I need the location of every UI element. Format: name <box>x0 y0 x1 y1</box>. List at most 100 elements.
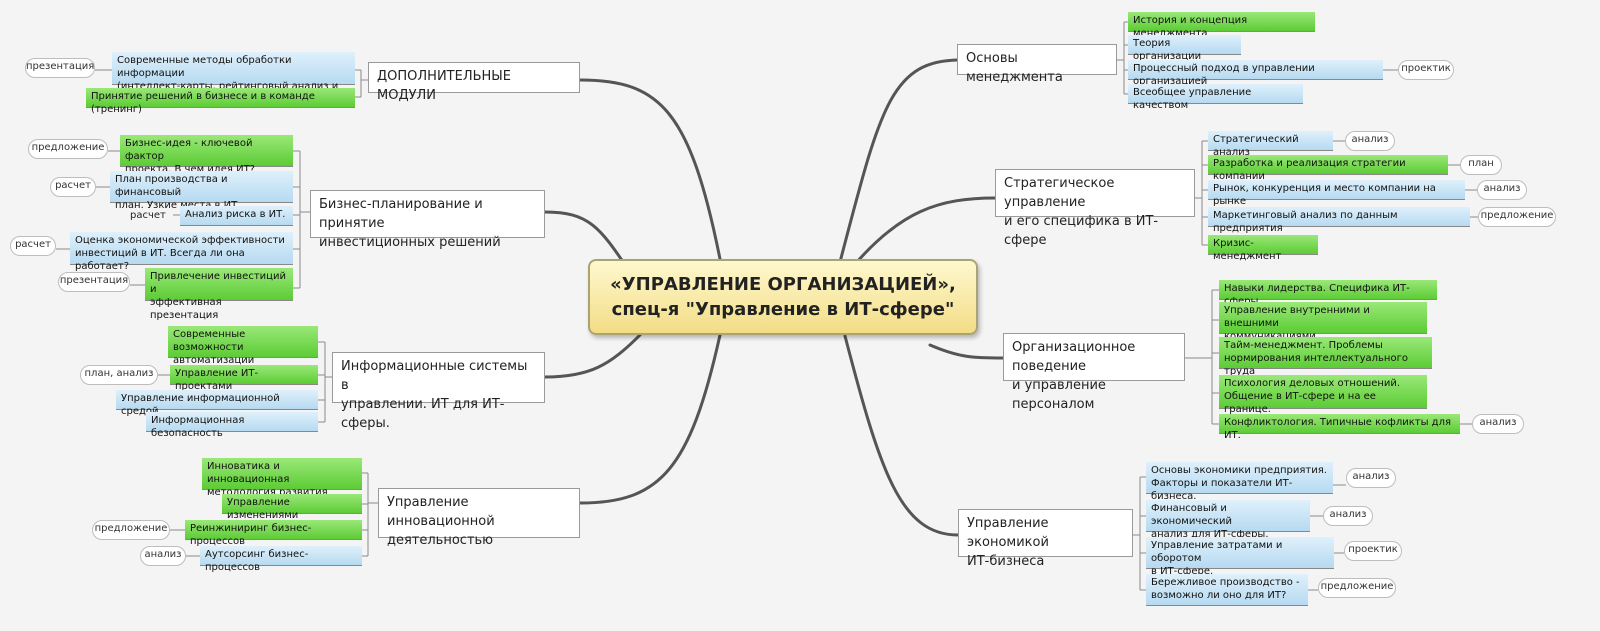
tag-predlozhenie[interactable]: предложение <box>1478 207 1556 227</box>
branch-upravlenie-ekonomikoy[interactable]: Управление экономикой ИТ-бизнеса <box>958 509 1133 569</box>
branch-informacionnye-sistemy[interactable]: Информационные системы в управлении. ИТ … <box>332 352 545 431</box>
tag-prezentaciya[interactable]: презентация <box>58 272 130 292</box>
leaf-text: Стратегический анализ <box>1213 134 1299 158</box>
leaf-text-line2: возможно ли оно для ИТ? <box>1151 590 1287 601</box>
leaf-strategicheskiy-analiz[interactable]: Стратегический анализ <box>1208 131 1333 158</box>
tag-text: предложение <box>1480 210 1554 221</box>
leaf-navyki-liderstva[interactable]: Навыки лидерства. Специфика ИТ-сферы <box>1219 280 1437 307</box>
leaf-text: Управление информационной средой <box>121 393 280 417</box>
branch-label-line1: Управление инновационной <box>387 495 495 529</box>
leaf-text: Аутсорсинг бизнес-процессов <box>205 549 309 573</box>
tag-proektik[interactable]: проектик <box>1398 60 1454 80</box>
leaf-krizis-menedzhment[interactable]: Кризис-менеджмент <box>1208 235 1318 262</box>
leaf-prinyatie-resheniy[interactable]: Принятие решений в бизнесе и в команде (… <box>86 88 355 115</box>
branch-strategicheskoe-upravlenie[interactable]: Стратегическое управление и его специфик… <box>995 169 1195 248</box>
bracket-dop <box>355 69 368 98</box>
tag-analiz[interactable]: анализ <box>1472 414 1524 434</box>
leaf-text-line1: Современные возможности <box>173 329 246 353</box>
leaf-osnovy-ekonomiki[interactable]: Основы экономики предприятия. Факторы и … <box>1146 462 1333 502</box>
tag-raschet[interactable]: расчет <box>50 177 96 197</box>
central-topic[interactable]: «УПРАВЛЕНИЕ ОРГАНИЗАЦИЕЙ», спец-я "Управ… <box>588 259 978 335</box>
tag-text: предложение <box>31 142 105 153</box>
leaf-text-line1: Привлечение инвестиций и <box>150 271 286 295</box>
leaf-plan-proizvodstva[interactable]: План производства и финансовый план. Узк… <box>110 171 293 211</box>
tag-text: анализ <box>1479 417 1517 428</box>
tag-text: анализ <box>1483 183 1521 194</box>
branch-biznes-planirovanie[interactable]: Бизнес-планирование и принятие инвестици… <box>310 190 545 250</box>
tag-raschet[interactable]: расчет <box>10 236 56 256</box>
tag-plan-analiz[interactable]: план, анализ <box>80 365 158 385</box>
leaf-upravlenie-izmeneniyami[interactable]: Управление изменениями <box>222 494 362 521</box>
leaf-text-line1: Бережливое производство - <box>1151 577 1300 588</box>
leaf-konfliktologiya[interactable]: Конфликтология. Типичные кофликты для ИТ… <box>1219 414 1460 441</box>
tag-text: презентация <box>59 275 129 286</box>
leaf-upravlenie-it-proektami[interactable]: Управление ИТ-проектами <box>170 365 318 392</box>
leaf-text: Навыки лидерства. Специфика ИТ-сферы <box>1224 283 1410 307</box>
tag-predlozhenie[interactable]: предложение <box>28 139 108 159</box>
branch-label-line2: деятельностью <box>387 533 494 548</box>
leaf-innovatika[interactable]: Инноватика и инновационная методология р… <box>202 458 362 498</box>
leaf-upravlenie-zatratami[interactable]: Управление затратами и оборотом в ИТ-сфе… <box>1146 537 1334 577</box>
leaf-text-line1: Современные методы обработки информации <box>117 55 292 79</box>
tag-proektik[interactable]: проектик <box>1344 541 1402 561</box>
leaf-analiz-riska[interactable]: Анализ риска в ИТ. <box>180 206 293 226</box>
leaf-istoriya-koncepciya[interactable]: История и концепция менеджмента <box>1128 12 1315 39</box>
leaf-marketingovyy-analiz[interactable]: Маркетинговый анализ по данным предприят… <box>1208 207 1470 234</box>
central-topic-line1: «УПРАВЛЕНИЕ ОРГАНИЗАЦИЕЙ», <box>610 274 956 295</box>
leaf-text: Всеобщее управление качеством <box>1133 87 1252 111</box>
tag-analiz[interactable]: анализ <box>1477 180 1527 200</box>
leaf-autsorsing[interactable]: Аутсорсинг бизнес-процессов <box>200 546 362 573</box>
tag-text: предложение <box>94 523 168 534</box>
leaf-privlechenie-investiciy[interactable]: Привлечение инвестиций и эффективная пре… <box>145 268 293 321</box>
tag-analiz[interactable]: анализ <box>1345 131 1395 151</box>
leaf-psihologiya-otnosheniy[interactable]: Психология деловых отношений. Общение в … <box>1219 375 1427 415</box>
leaf-ocenka-effektivnosti[interactable]: Оценка экономической эффективности инвес… <box>70 232 293 272</box>
branch-label-line1: Информационные системы в <box>341 359 528 393</box>
branch-label: ДОПОЛНИТЕЛЬНЫЕ МОДУЛИ <box>377 69 511 103</box>
tag-text: проектик <box>1348 544 1398 555</box>
tag-analiz[interactable]: анализ <box>1346 468 1396 488</box>
branch-osnovy-menedzhmenta[interactable]: Основы менеджмента <box>957 44 1117 85</box>
tag-analiz[interactable]: анализ <box>140 546 186 566</box>
leaf-text: Маркетинговый анализ по данным предприят… <box>1213 210 1398 234</box>
tag-text: план <box>1468 158 1494 169</box>
leaf-text-line1: План производства и финансовый <box>115 174 228 198</box>
leaf-informacionnaya-bezopasnost[interactable]: Информационная безопасность <box>146 412 318 439</box>
leaf-avtomatizaciya[interactable]: Современные возможности автоматизации уп… <box>168 326 318 379</box>
trunk-econ <box>843 334 960 537</box>
tag-prezentaciya[interactable]: презентация <box>25 58 95 78</box>
leaf-processnyy-podhod[interactable]: Процессный подход в управлении организац… <box>1128 60 1383 87</box>
tag-plan[interactable]: план <box>1460 155 1502 175</box>
trunk-strat <box>848 196 997 272</box>
leaf-text: Теория организации <box>1133 38 1202 62</box>
leaf-vnutrennie-kommunikacii[interactable]: Управление внутренними и внешними коммун… <box>1219 302 1427 342</box>
branch-organizacionnoe-povedenie[interactable]: Организационное поведение и управление п… <box>1003 333 1185 412</box>
leaf-biznes-ideya[interactable]: Бизнес-идея - ключевой фактор проекта. В… <box>120 135 293 175</box>
branch-dopolnitelnye-moduli[interactable]: ДОПОЛНИТЕЛЬНЫЕ МОДУЛИ <box>368 62 580 103</box>
branch-label-line2: инвестиционных решений <box>319 235 501 250</box>
leaf-berezhlivoe-proizvodstvo[interactable]: Бережливое производство - возможно ли он… <box>1146 574 1308 606</box>
leaf-text: Разработка и реализация стратегии компан… <box>1213 158 1406 182</box>
tag-predlozhenie[interactable]: предложение <box>1318 578 1396 598</box>
leaf-taym-menedzhment[interactable]: Тайм-менеджмент. Проблемы нормирования и… <box>1219 337 1432 377</box>
branch-upravlenie-innovacionnoy[interactable]: Управление инновационной деятельностью <box>378 488 580 548</box>
tag-predlozhenie[interactable]: предложение <box>92 520 170 540</box>
leaf-sovremennye-metody[interactable]: Современные методы обработки информации … <box>112 52 355 105</box>
leaf-razrabotka-strategii[interactable]: Разработка и реализация стратегии компан… <box>1208 155 1448 182</box>
trunk-dop <box>578 78 722 261</box>
tag-text: анализ <box>1352 471 1390 482</box>
branch-label-line2: управлении. ИТ для ИТ-сферы. <box>341 397 505 431</box>
branch-label-line2: ИТ-бизнеса <box>967 554 1045 569</box>
tag-text: анализ <box>144 549 182 560</box>
leaf-text-line2: Факторы и показатели ИТ-бизнеса. <box>1151 478 1293 502</box>
leaf-text: Принятие решений в бизнесе и в команде (… <box>91 91 315 115</box>
leaf-vseobshchee-upravlenie[interactable]: Всеобщее управление качеством <box>1128 84 1303 111</box>
leaf-text: Управление ИТ-проектами <box>175 368 259 392</box>
leaf-reinzhiniring[interactable]: Реинжиниринг бизнес-процессов <box>185 520 362 547</box>
tag-analiz[interactable]: анализ <box>1323 506 1373 526</box>
leaf-finansovyy-analiz[interactable]: Финансовый и экономический анализ для ИТ… <box>1146 500 1310 540</box>
leaf-informacionnaya-sreda[interactable]: Управление информационной средой <box>116 390 318 417</box>
leaf-rynok-konkurenciya[interactable]: Рынок, конкуренция и место компании на р… <box>1208 180 1465 207</box>
leaf-text: История и концепция менеджмента <box>1133 15 1248 39</box>
leaf-teoriya-organizacii[interactable]: Теория организации <box>1128 35 1241 62</box>
